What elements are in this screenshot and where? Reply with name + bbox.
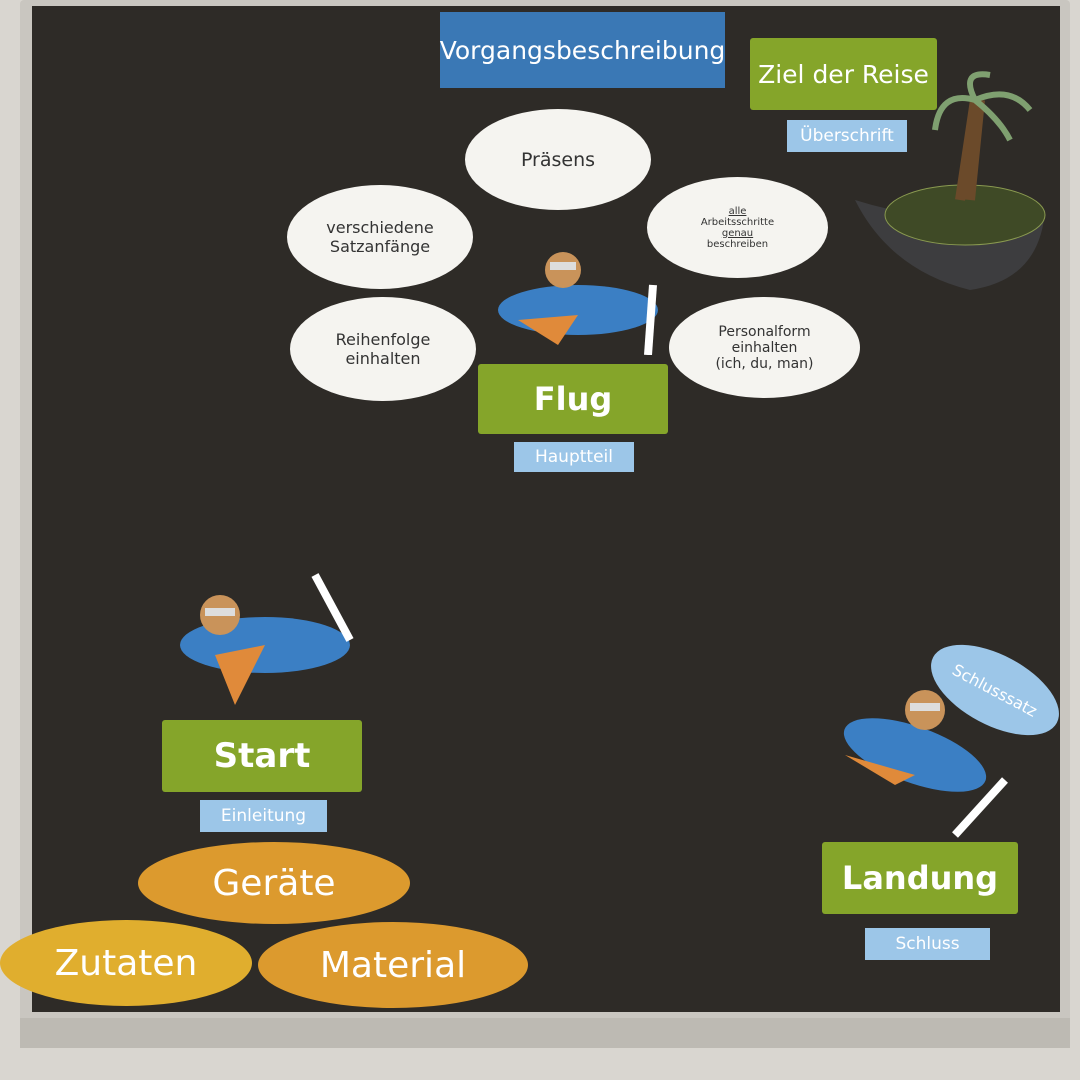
cloud-text: verschiedene	[326, 218, 434, 237]
oval-geraete: Geräte	[138, 842, 410, 924]
landung-card: Landung	[822, 842, 1018, 914]
ziel-card: Ziel der Reise	[750, 38, 937, 110]
chalk-tray	[20, 1018, 1070, 1048]
cloud-text: Personalform	[718, 323, 811, 340]
ueberschrift-label: Überschrift	[787, 120, 907, 152]
cloud-text: (ich, du, man)	[715, 355, 814, 372]
schluss-label: Schluss	[865, 928, 990, 960]
cloud-text: einhalten	[731, 339, 798, 356]
airplane-illustration	[498, 252, 658, 355]
cloud-text: alle	[728, 205, 747, 217]
airplane-illustration	[180, 573, 354, 705]
oval-material: Material	[258, 922, 528, 1008]
cloud-praesens: Präsens	[468, 112, 648, 207]
airplane-illustration	[843, 690, 1008, 838]
einleitung-label: Einleitung	[200, 800, 327, 832]
flug-card: Flug	[478, 364, 668, 434]
title-card: Vorgangsbeschreibung	[440, 12, 725, 88]
cloud-text: Arbeitsschritte	[700, 216, 775, 228]
start-card: Start	[162, 720, 362, 792]
island-drawing	[855, 71, 1046, 290]
cloud-text: beschreiben	[706, 238, 769, 250]
cloud-text: Satzanfänge	[329, 237, 431, 256]
hauptteil-label: Hauptteil	[514, 442, 634, 472]
oval-zutaten: Zutaten	[0, 920, 252, 1006]
cloud-text: genau	[721, 227, 754, 239]
cloud-text: Reihenfolge	[335, 330, 431, 349]
cloud-text: einhalten	[345, 349, 421, 368]
